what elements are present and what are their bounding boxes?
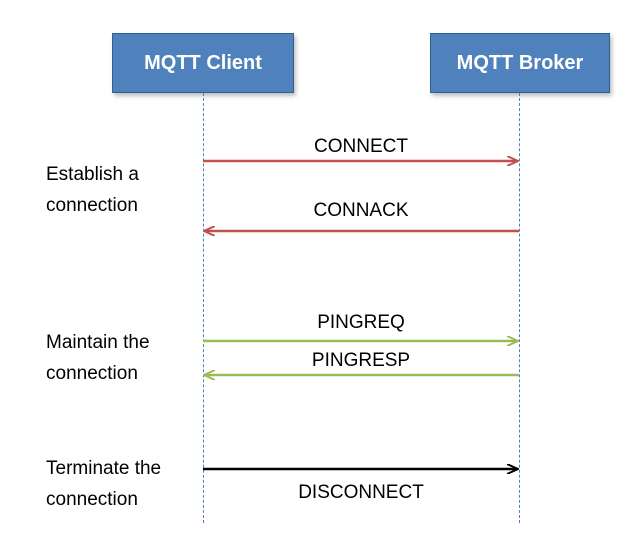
connect-label: CONNECT	[314, 136, 408, 157]
mqtt-broker-label: MQTT Broker	[456, 51, 584, 74]
connack-label: CONNACK	[313, 200, 409, 221]
broker-lifeline	[519, 93, 520, 523]
phase-maintain-line1: Maintain the	[46, 332, 150, 353]
phase-maintain-line2: connection	[46, 363, 138, 384]
phase-establish-line1: Establish a	[46, 164, 139, 185]
phase-maintain: Maintain the connection	[46, 327, 206, 389]
mqtt-client-box: MQTT Client	[112, 33, 294, 93]
pingreq-label: PINGREQ	[317, 312, 405, 333]
mqtt-client-label: MQTT Client	[144, 51, 262, 74]
phase-terminate: Terminate the connection	[46, 453, 206, 515]
phase-establish: Establish a connection	[46, 159, 206, 221]
phase-terminate-line1: Terminate the	[46, 458, 162, 479]
phase-establish-line2: connection	[46, 195, 138, 216]
phase-terminate-line2: connection	[46, 489, 138, 510]
disconnect-label: DISCONNECT	[298, 482, 424, 503]
mqtt-broker-box: MQTT Broker	[430, 33, 610, 93]
client-lifeline	[203, 93, 204, 523]
pingresp-label: PINGRESP	[311, 350, 411, 371]
